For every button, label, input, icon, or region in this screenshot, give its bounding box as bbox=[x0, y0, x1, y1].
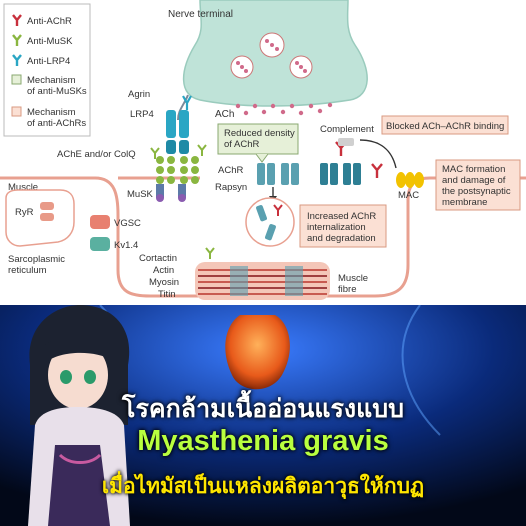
actin-label: Actin bbox=[153, 265, 174, 276]
complement-block bbox=[338, 138, 354, 146]
musk-mechanism-swatch bbox=[11, 74, 22, 85]
achr-label: AChR bbox=[218, 165, 243, 176]
mac-complex bbox=[396, 172, 424, 188]
mac-label: MAC bbox=[398, 190, 419, 201]
ach-label: ACh bbox=[215, 109, 234, 120]
legend-mech-achr-line1: Mechanism bbox=[27, 107, 76, 118]
mac-formation-line4: membrane bbox=[442, 197, 487, 208]
legend-mech-achr-line2: of anti-AChRs bbox=[27, 118, 86, 129]
myosin-label: Myosin bbox=[149, 277, 179, 288]
muscle-fibre-line1: Muscle bbox=[338, 273, 368, 284]
cortactin-label: Cortactin bbox=[139, 253, 177, 264]
vgsc-label: VGSC bbox=[114, 218, 141, 229]
internalization-line3: and degradation bbox=[307, 233, 376, 244]
nmj-diagram: Nerve terminal ACh Anti-AChR Anti-MuSK A… bbox=[0, 0, 526, 300]
sarcoplasmic-line1: Sarcoplasmic bbox=[8, 254, 65, 265]
blocked-binding-label: Blocked ACh–AChR binding bbox=[386, 121, 504, 132]
ache-colq-label: AChE and/or ColQ bbox=[57, 149, 136, 160]
thymus-glow bbox=[225, 315, 290, 390]
character-illustration bbox=[28, 305, 130, 526]
legend-mech-musk-line2: of anti-MuSKs bbox=[27, 86, 87, 97]
muscle-fibre-line2: fibre bbox=[338, 284, 356, 295]
complement-arrow bbox=[359, 139, 397, 169]
banner-title-line1: โรคกล้ามเนื้ออ่อนแรงแบบ bbox=[122, 395, 404, 423]
complement-label: Complement bbox=[320, 124, 374, 135]
musk-label: MuSK bbox=[127, 189, 154, 200]
sarcomere bbox=[195, 247, 330, 300]
anti-lrp4-icon bbox=[12, 54, 22, 66]
blocked-binding-callout: Blocked ACh–AChR binding bbox=[381, 115, 509, 135]
musk-chain bbox=[156, 156, 199, 184]
banner-background bbox=[0, 305, 526, 526]
internalization-vesicle bbox=[245, 197, 295, 247]
nerve-terminal-label: Nerve terminal bbox=[168, 9, 233, 20]
mac-formation-line3: the postsynaptic bbox=[442, 186, 511, 197]
banner-title-line3: เมื่อไทมัสเป็นแหล่งผลิตอาวุธให้กบฏ bbox=[101, 475, 425, 498]
anti-achr-icon bbox=[12, 14, 22, 26]
kv14-label: Kv1.4 bbox=[114, 240, 138, 251]
internalization-line2: internalization bbox=[307, 222, 366, 233]
legend-mech-musk-line1: Mechanism bbox=[27, 75, 76, 86]
agrin-lrp4-complex bbox=[150, 94, 207, 202]
legend-anti-lrp4: Anti-LRP4 bbox=[27, 56, 70, 67]
internalization-line1: Increased AChR bbox=[307, 211, 376, 222]
achr-mechanism-swatch bbox=[11, 106, 22, 117]
sarcoplasmic-line2: reticulum bbox=[8, 265, 47, 276]
mac-formation-line2: and damage of bbox=[442, 175, 506, 186]
kv14-channel bbox=[90, 237, 110, 251]
agrin-label: Agrin bbox=[128, 89, 150, 100]
reduced-density-line1: Reduced density bbox=[224, 128, 295, 139]
sarcoplasmic-reticulum bbox=[5, 189, 75, 247]
titin-label: Titin bbox=[158, 289, 176, 300]
ach-molecules bbox=[235, 102, 333, 116]
mac-formation-line1: MAC formation bbox=[442, 164, 505, 175]
reduced-density-line2: of AChR bbox=[224, 139, 260, 150]
anti-musk-icon bbox=[12, 34, 22, 46]
synaptic-vesicles bbox=[230, 32, 313, 79]
legend-anti-achr: Anti-AChR bbox=[27, 16, 72, 27]
lrp4-label: LRP4 bbox=[130, 109, 154, 120]
ryr-label: RyR bbox=[15, 207, 34, 218]
vgsc-channel bbox=[90, 215, 110, 229]
rapsyn-label: Rapsyn bbox=[215, 182, 247, 193]
legend-anti-musk: Anti-MuSK bbox=[27, 36, 73, 47]
muscle-label: Muscle bbox=[8, 182, 38, 193]
ryr-channel bbox=[40, 202, 54, 221]
achr-channels bbox=[257, 163, 361, 185]
banner-title-line2: Myasthenia gravis bbox=[137, 425, 389, 457]
